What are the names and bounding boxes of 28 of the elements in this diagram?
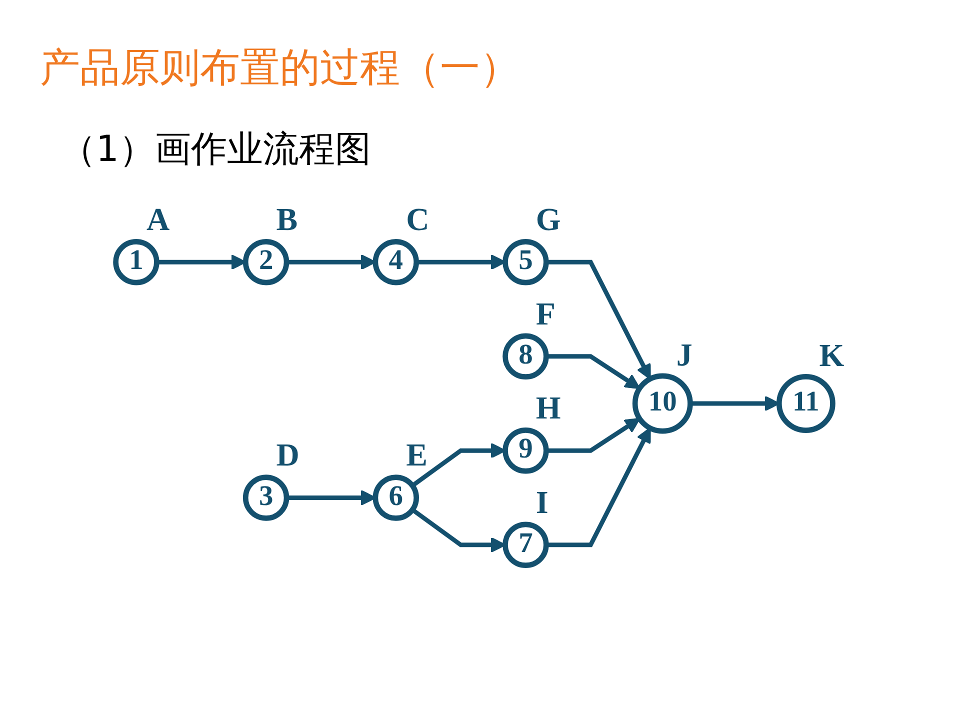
node-ellipse: 3 <box>242 474 290 521</box>
node-ellipse: 10 <box>632 373 693 434</box>
node-ellipse: 11 <box>776 374 836 433</box>
node-ellipse: 5 <box>502 238 549 286</box>
node-letter: C <box>406 201 430 238</box>
node-letter: H <box>536 390 561 426</box>
node-ellipse: 6 <box>372 474 419 521</box>
node-letter: K <box>819 337 844 374</box>
node-letter: G <box>536 201 561 238</box>
node-letter: F <box>536 295 556 332</box>
arrow <box>546 260 651 380</box>
subtitle-text: （1）画作业流程图 <box>60 128 371 172</box>
node-letter: E <box>406 436 428 473</box>
arrow <box>546 427 651 548</box>
node-ellipse: 1 <box>113 238 160 286</box>
node-letter: B <box>276 201 298 238</box>
node-letter: I <box>536 484 548 520</box>
node-ellipse: 7 <box>502 522 549 568</box>
node-letter: J <box>676 336 692 372</box>
node-ellipse: 4 <box>372 238 419 286</box>
node-letter: D <box>276 436 300 473</box>
node-letter: A <box>146 201 170 238</box>
arrow <box>546 354 640 390</box>
node-ellipse: 9 <box>502 428 549 474</box>
slide-title: 产品原则布置的过程（一） <box>40 44 520 93</box>
arrow <box>546 418 640 453</box>
node-ellipse: 2 <box>242 238 290 286</box>
node-ellipse: 8 <box>502 333 549 380</box>
